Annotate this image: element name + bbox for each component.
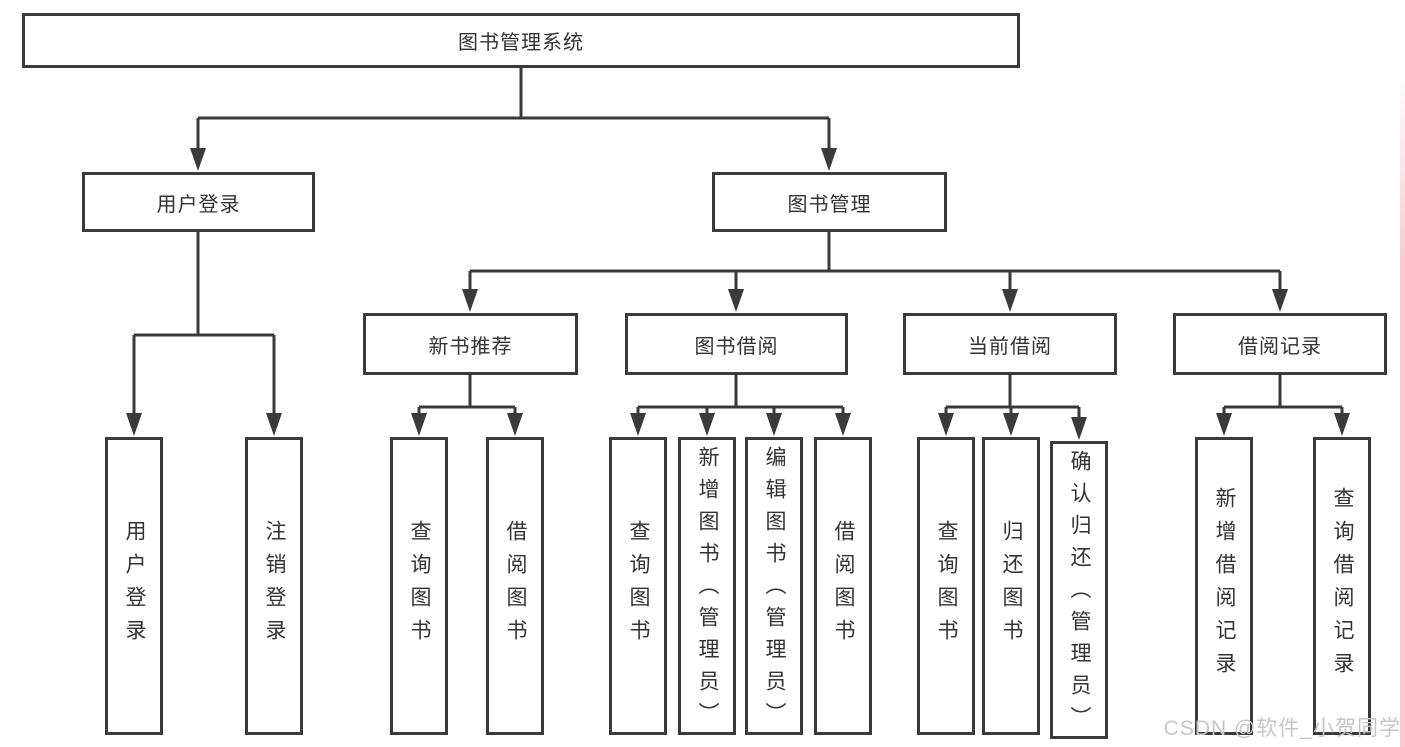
node-new-book-recommend-label: 新书推荐 <box>428 335 513 358</box>
leaf-add-books-admin-label: 新增图书（管理员） <box>696 446 719 734</box>
arrowhead <box>766 413 782 436</box>
leaf-confirm-return-admin: 确认归还（管理员） <box>1050 441 1108 739</box>
node-book-borrowing-label: 图书借阅 <box>694 335 779 358</box>
arrowhead <box>1003 413 1019 436</box>
leaf-return-books-label: 归还图书 <box>1000 520 1023 652</box>
arrowhead <box>728 289 744 312</box>
node-borrowing-records: 借阅记录 <box>1173 313 1387 375</box>
node-root: 图书管理系统 <box>22 13 1020 68</box>
arrowhead <box>190 148 206 171</box>
connector-bookmgmt-to-level3 <box>468 232 1282 291</box>
arrowhead <box>462 289 478 312</box>
leaf-query-books-borrowing: 查询图书 <box>609 437 667 735</box>
arrowhead <box>266 413 282 436</box>
connector-current-to-leaves <box>944 375 1081 418</box>
leaf-add-books-admin: 新增图书（管理员） <box>678 437 736 735</box>
arrowhead <box>1002 289 1018 312</box>
node-current-borrowing: 当前借阅 <box>903 313 1117 375</box>
connector-newbook-to-leaves <box>417 375 517 415</box>
arrowhead <box>1071 417 1087 440</box>
leaf-user-login: 用户登录 <box>105 437 163 735</box>
leaf-borrow-books-recommend: 借阅图书 <box>486 437 544 735</box>
node-book-management: 图书管理 <box>712 172 947 232</box>
leaf-logout: 注销登录 <box>245 437 303 735</box>
node-current-borrowing-label: 当前借阅 <box>968 335 1052 358</box>
node-borrowing-records-label: 借阅记录 <box>1238 335 1322 358</box>
connector-root-to-level2 <box>196 68 831 150</box>
leaf-query-books-current-label: 查询图书 <box>935 520 958 652</box>
leaf-query-books-borrowing-label: 查询图书 <box>627 520 650 652</box>
connector-records-to-leaves <box>1222 375 1344 415</box>
node-book-management-label: 图书管理 <box>787 193 872 216</box>
arrowhead <box>835 413 851 436</box>
arrowhead <box>699 413 715 436</box>
arrowhead <box>411 413 427 436</box>
leaf-edit-books-admin: 编辑图书（管理员） <box>745 437 803 735</box>
leaf-add-borrow-record-label: 新增借阅记录 <box>1213 487 1236 685</box>
leaf-borrow-books-recommend-label: 借阅图书 <box>504 520 527 652</box>
leaf-query-books-recommend: 查询图书 <box>390 437 448 735</box>
node-root-label: 图书管理系统 <box>458 32 584 54</box>
arrowhead <box>126 413 142 436</box>
leaf-borrow-books-label: 借阅图书 <box>832 520 855 652</box>
leaf-edit-books-admin-label: 编辑图书（管理员） <box>763 446 786 734</box>
watermark: CSDN @软件_小贺同学 <box>1163 717 1401 740</box>
connector-borrowing-to-leaves <box>636 375 845 415</box>
leaf-return-books: 归还图书 <box>982 437 1040 735</box>
arrowhead <box>1334 413 1350 436</box>
node-user-login-label: 用户登录 <box>156 193 241 216</box>
leaf-query-borrow-record: 查询借阅记录 <box>1313 437 1371 735</box>
leaf-user-login-label: 用户登录 <box>123 520 146 652</box>
node-book-borrowing: 图书借阅 <box>625 313 848 375</box>
right-edge-pink-strip <box>1400 70 1405 747</box>
leaf-add-borrow-record: 新增借阅记录 <box>1195 437 1253 735</box>
arrowhead <box>938 413 954 436</box>
node-new-book-recommend: 新书推荐 <box>363 313 578 375</box>
arrowhead <box>507 413 523 436</box>
arrowhead <box>821 148 837 171</box>
arrowhead <box>1272 289 1288 312</box>
leaf-logout-label: 注销登录 <box>263 520 286 652</box>
node-user-login: 用户登录 <box>82 172 315 232</box>
arrowhead <box>1216 413 1232 436</box>
leaf-borrow-books: 借阅图书 <box>814 437 872 735</box>
connector-userlogin-to-leaves <box>132 232 276 414</box>
leaf-confirm-return-admin-label: 确认归还（管理员） <box>1068 450 1091 738</box>
leaf-query-books-recommend-label: 查询图书 <box>408 520 431 652</box>
arrowhead <box>630 413 646 436</box>
leaf-query-books-current: 查询图书 <box>917 437 975 735</box>
leaf-query-borrow-record-label: 查询借阅记录 <box>1331 487 1354 685</box>
